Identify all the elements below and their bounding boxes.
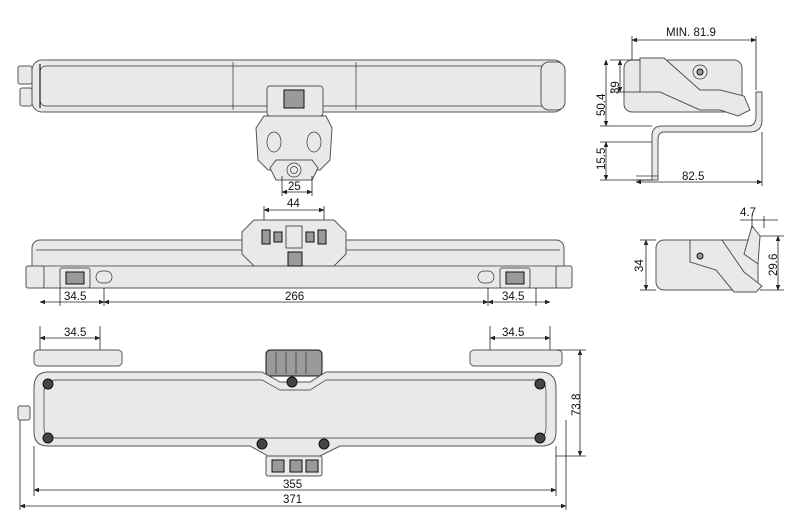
dim-25: 25 [288, 181, 301, 193]
detail-side-view: 4.7 34 29.6 [634, 207, 784, 293]
dim-min-81-9: MIN. 81.9 [666, 27, 716, 39]
dim-15-5: 15.5 [596, 148, 608, 170]
housing-front [33, 371, 557, 457]
detail-mount-view: MIN. 81.9 39 50.4 15.5 82.5 [596, 27, 763, 186]
side-view: 44 34.5 266 34.5 [25, 198, 573, 306]
knob [265, 349, 323, 377]
dim-34-5-right-bot: 34.5 [502, 327, 524, 339]
dim-44: 44 [287, 198, 300, 210]
dim-34-5-left-mid: 34.5 [64, 291, 86, 303]
bracket-side [241, 219, 347, 267]
dim-73-8: 73.8 [571, 394, 583, 416]
bracket-top [255, 85, 333, 181]
dim-39: 39 [610, 81, 622, 94]
dim-4-7: 4.7 [740, 207, 756, 219]
dim-355: 355 [283, 479, 302, 491]
dim-34-5-left-bot: 34.5 [64, 327, 86, 339]
dim-266: 266 [285, 291, 304, 303]
top-view: 25 [17, 59, 566, 196]
dim-34: 34 [634, 259, 646, 272]
dim-82-5: 82.5 [682, 171, 704, 183]
dim-29-6: 29.6 [768, 254, 780, 276]
front-view: 34.5 34.5 73.8 [17, 326, 586, 510]
dim-371: 371 [283, 494, 302, 506]
dim-50-4: 50.4 [596, 93, 608, 116]
dim-34-5-right-mid: 34.5 [502, 291, 524, 303]
